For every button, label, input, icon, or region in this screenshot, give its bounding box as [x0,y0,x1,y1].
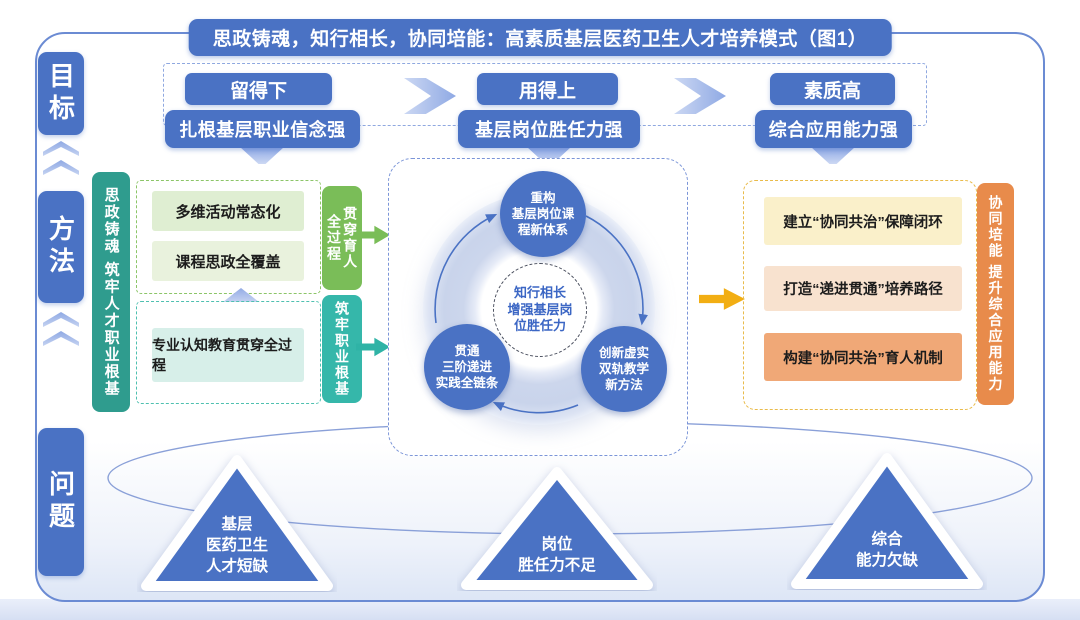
chevron-up-icon-group-2 [43,312,79,346]
collaboration-side-bar: 协同培能 提升综合应用能力 [977,183,1014,405]
triangle-icon [791,453,983,589]
collaboration-section: 建立“协同共治”保障闭环 打造“递进贯通”培养路径 构建“协同共治”育人机制 [743,180,977,410]
cycle-node-curriculum: 重构 基层岗位课 程新体系 [500,171,586,257]
ideology-box-activities: 多维活动常态化 [152,191,304,231]
collab-box-pathway: 打造“递进贯通”培养路径 [764,266,962,311]
sidebar-item-method: 方法 [38,191,84,303]
cycle-node-teaching: 创新虚实 双轨教学 新方法 [581,326,667,412]
chevron-up-icon [43,331,79,346]
tag-career-foundation: 筑牢职业根基 [322,295,362,403]
goal-badge-3: 素质高 [770,73,895,105]
ideology-box-cognition: 专业认知教育贯穿全过程 [152,328,304,382]
ideology-side-bar: 思政铸魂 筑牢人才职业根基 [92,172,130,412]
cycle-arrows [434,213,648,414]
goal-desc-1: 扎根基层职业信念强 [165,110,360,148]
sidebar-item-goal: 目标 [38,52,84,135]
ideology-group-cognition: 专业认知教育贯穿全过程 [136,301,321,404]
ideology-group-education: 多维活动常态化 课程思政全覆盖 [136,180,321,294]
problem-triangle-competency: 岗位 胜任力不足 [457,461,657,591]
problem-triangle-ability: 综合 能力欠缺 [787,445,987,590]
page-title: 思政铸魂，知行相长，协同培能：高素质基层医药卫生人才培养模式（图1） [188,19,892,56]
problem-label: 基层 医药卫生 人才短缺 [205,516,268,576]
cycle-node-practice: 贯通 三阶递进 实践全链条 [424,324,510,410]
collab-box-mechanism: 构建“协同共治”育人机制 [764,333,962,381]
cycle-center-label: 知行相长 增强基层岗 位胜任力 [493,263,587,357]
bottom-band [0,599,1080,620]
problem-label: 综合 能力欠缺 [855,531,918,570]
chevron-up-icon [43,160,79,175]
problem-triangle-shortage: 基层 医药卫生 人才短缺 [137,447,337,592]
goal-desc-2: 基层岗位胜任力强 [458,110,640,148]
sidebar-item-problem: 问题 [38,428,84,576]
chevron-up-icon [43,312,79,327]
cycle-section: 重构 基层岗位课 程新体系 贯通 三阶递进 实践全链条 创新虚实 双轨教学 新方… [388,158,688,456]
chevron-up-icon-group-1 [43,141,79,175]
goal-badge-1: 留得下 [185,73,332,105]
collab-box-guarantee: 建立“协同共治”保障闭环 [764,197,962,245]
chevron-up-icon [43,141,79,156]
goal-badge-2: 用得上 [477,73,618,105]
tag-through-education: 贯穿育人 全过程 [322,186,362,290]
ideology-box-courses: 课程思政全覆盖 [152,241,304,281]
goal-desc-3: 综合应用能力强 [755,110,912,148]
triangle-icon [141,455,333,591]
triangle-icon [461,467,653,590]
problem-label: 岗位 胜任力不足 [518,536,596,575]
